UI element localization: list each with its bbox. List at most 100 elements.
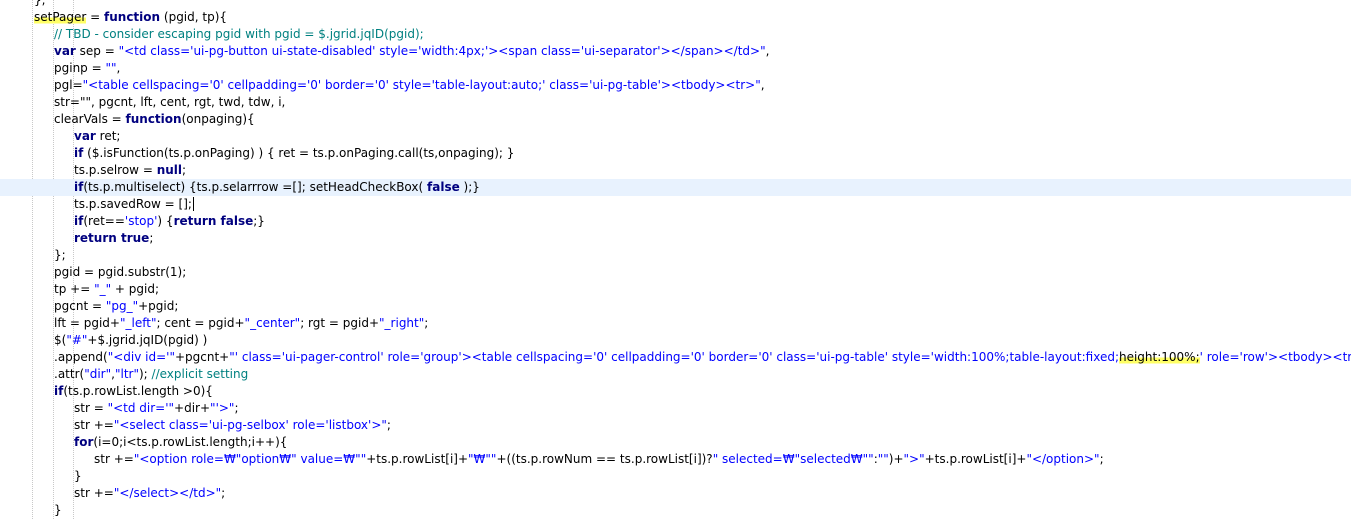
- code-token: ;: [424, 316, 429, 330]
- code-token: lft = pgid+: [54, 316, 120, 330]
- code-line[interactable]: pginp = "",: [0, 60, 1351, 77]
- code-line[interactable]: str +="<select class='ui-pg-selbox' role…: [0, 417, 1351, 434]
- code-token: pgl=: [54, 78, 83, 92]
- code-token: if: [74, 146, 84, 160]
- code-token: ,: [765, 44, 770, 58]
- code-token: if: [74, 180, 84, 194]
- code-line[interactable]: lft = pgid+"_left"; cent = pgid+"_center…: [0, 315, 1351, 332]
- code-token: :: [873, 452, 878, 466]
- code-token: pginp =: [54, 61, 106, 75]
- code-token: if: [74, 214, 84, 228]
- code-line[interactable]: }: [0, 468, 1351, 485]
- code-line[interactable]: },: [0, 0, 1351, 9]
- code-line[interactable]: ts.p.selrow = null;: [0, 162, 1351, 179]
- code-line[interactable]: if(ret=='stop') {return false;}: [0, 213, 1351, 230]
- code-token: "pg_": [105, 299, 139, 313]
- code-line[interactable]: if(ts.p.multiselect) {ts.p.selarrrow =[]…: [0, 179, 1351, 196]
- code-token: ;: [234, 401, 239, 415]
- code-line[interactable]: if ($.isFunction(ts.p.onPaging) ) { ret …: [0, 145, 1351, 162]
- code-token: (ret==: [83, 214, 125, 228]
- code-token: +pgid;: [138, 299, 179, 313]
- code-line[interactable]: clearVals = function(onpaging){: [0, 111, 1351, 128]
- code-line[interactable]: pgcnt = "pg_"+pgid;: [0, 298, 1351, 315]
- code-token: "_left": [119, 316, 157, 330]
- code-line[interactable]: // TBD - consider escaping pgid with pgi…: [0, 26, 1351, 43]
- code-token: setPager: [34, 10, 87, 24]
- code-token: )+: [888, 452, 904, 466]
- code-token: str="", pgcnt, lft, cent, rgt, twd, tdw,…: [54, 95, 286, 109]
- code-line[interactable]: str = "<td dir='"+dir+"'>";: [0, 400, 1351, 417]
- code-token: (i=0;i<ts.p.rowList.length;i++){: [93, 435, 288, 449]
- code-token: .attr(: [54, 367, 85, 381]
- code-token: // TBD - consider escaping pgid with pgi…: [54, 27, 424, 41]
- code-line[interactable]: .append("<div id='"+pgcnt+"' class='ui-p…: [0, 349, 1351, 366]
- code-token: + pgid;: [111, 282, 160, 296]
- code-token: "#": [66, 333, 88, 347]
- code-token: return false: [173, 214, 254, 228]
- code-line[interactable]: ts.p.savedRow = [];: [0, 196, 1351, 213]
- code-token: "ltr": [114, 367, 139, 381]
- code-token: ;: [182, 163, 187, 177]
- code-line[interactable]: if(ts.p.rowList.length >0){: [0, 383, 1351, 400]
- code-line[interactable]: pgid = pgid.substr(1);: [0, 264, 1351, 281]
- code-token: +pgcnt+: [174, 350, 230, 364]
- code-token: (pgid, tp){: [160, 10, 228, 24]
- code-token: (ts.p.rowList.length >0){: [63, 384, 213, 398]
- code-token: ">": [903, 452, 925, 466]
- code-token: function: [125, 112, 182, 126]
- code-token: +$.jgrid.jqID(pgid) ): [87, 333, 208, 347]
- code-token: "<option role=₩"option₩" value=₩"": [133, 452, 367, 466]
- code-token: pgcnt =: [54, 299, 106, 313]
- code-token: ;: [1099, 452, 1104, 466]
- code-token: str =: [74, 401, 108, 415]
- code-line[interactable]: };: [0, 247, 1351, 264]
- code-line[interactable]: setPager = function (pgid, tp){: [0, 9, 1351, 26]
- code-line[interactable]: str +="<option role=₩"option₩" value=₩""…: [0, 451, 1351, 468]
- code-line[interactable]: tp += "_" + pgid;: [0, 281, 1351, 298]
- code-line[interactable]: return true;: [0, 230, 1351, 247]
- code-token: $(: [54, 333, 67, 347]
- code-line[interactable]: .attr("dir","ltr"); //explicit setting: [0, 366, 1351, 383]
- code-token: height:100%;: [1118, 350, 1200, 364]
- code-token: +dir+: [174, 401, 211, 415]
- code-token: null: [156, 163, 182, 177]
- code-token: =: [86, 10, 105, 24]
- code-token: ;: [386, 418, 391, 432]
- code-token: }: [74, 469, 82, 483]
- code-token: if: [54, 384, 64, 398]
- code-token: );: [138, 367, 152, 381]
- code-token: ts.p.savedRow = [];: [74, 197, 192, 211]
- code-token: //explicit setting: [151, 367, 249, 381]
- code-line[interactable]: pgl="<table cellspacing='0' cellpadding=…: [0, 77, 1351, 94]
- code-line[interactable]: }: [0, 502, 1351, 519]
- code-line[interactable]: for(i=0;i<ts.p.rowList.length;i++){: [0, 434, 1351, 451]
- code-line[interactable]: $("#"+$.jgrid.jqID(pgid) ): [0, 332, 1351, 349]
- code-token: ret;: [95, 129, 121, 143]
- code-token: pgid = pgid.substr(1);: [54, 265, 187, 279]
- code-token: str +=: [74, 418, 114, 432]
- code-token: return true: [74, 231, 150, 245]
- code-token: ,: [760, 78, 765, 92]
- code-token: false: [427, 180, 460, 194]
- code-token: +ts.p.rowList[i]+: [366, 452, 469, 466]
- code-line[interactable]: var sep = "<td class='ui-pg-button ui-st…: [0, 43, 1351, 60]
- code-token: ;: [221, 486, 226, 500]
- code-token: "_center": [244, 316, 301, 330]
- code-token: "dir": [84, 367, 112, 381]
- code-line[interactable]: str +="</select></td>";: [0, 485, 1351, 502]
- indent-guide: [73, 0, 74, 519]
- code-token: (ts.p.multiselect) {ts.p.selarrrow =[]; …: [83, 180, 428, 194]
- code-line[interactable]: var ret;: [0, 128, 1351, 145]
- code-token: +ts.p.rowList[i]+: [924, 452, 1027, 466]
- code-token: ;}: [253, 214, 265, 228]
- code-line[interactable]: str="", pgcnt, lft, cent, rgt, twd, tdw,…: [0, 94, 1351, 111]
- code-token: );}: [459, 180, 480, 194]
- indent-guide: [53, 0, 54, 519]
- indent-guide: [32, 0, 33, 519]
- code-token: sep =: [75, 44, 119, 58]
- code-token: function: [104, 10, 161, 24]
- code-token: "": [105, 61, 117, 75]
- code-token: ts.p.selrow =: [74, 163, 157, 177]
- code-token: " selected=₩"selected₩"": [712, 452, 874, 466]
